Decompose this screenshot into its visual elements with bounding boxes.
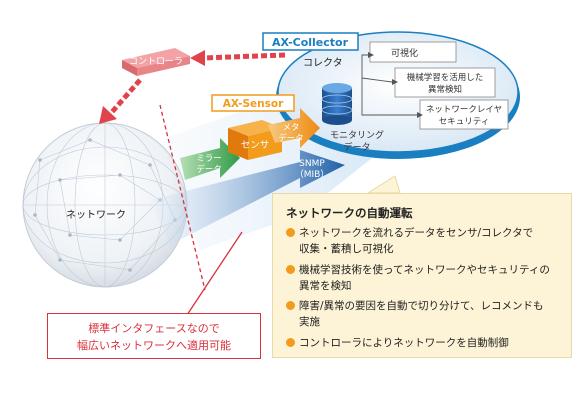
bullet-1-line1: ネットワークを流れるデータをセンサ/コレクタで (299, 227, 534, 239)
callout-bullet-2: 機械学習技術を使ってネットワークやセキュリティの (286, 262, 550, 277)
callout-box (272, 193, 572, 358)
bullet-2-line2: 異常を検知 (299, 280, 352, 292)
sensor-label: センサ (241, 140, 270, 151)
bullet-2-line1: 機械学習技術を使ってネットワークやセキュリティの (299, 264, 550, 276)
callout-title: ネットワークの自動運転 (286, 206, 413, 220)
callout-bullet-1: ネットワークを流れるデータをセンサ/コレクタで (286, 225, 533, 240)
interface-note-box (47, 313, 261, 359)
function-visualization: 可視化 (369, 41, 457, 63)
collector-title: AX-Collector (272, 36, 349, 49)
network-label: ネットワーク (66, 209, 126, 221)
callout-bullet-3: 障害/異常の要因を自動で切り分けて、レコメンドも (286, 298, 544, 313)
snmp-label-line1: SNMP (299, 159, 325, 169)
collector-title-box (262, 32, 359, 51)
mirror-label-line1: ミラー (196, 154, 222, 164)
interface-note-line1: 標準インタフェースなので (88, 322, 220, 335)
function-security-line2: セキュリティ (439, 117, 490, 127)
function-arrowheads (368, 52, 423, 118)
function-network-security: ネットワークレイヤ セキュリティ (419, 99, 509, 130)
snmp-label-line2: （MIB） (295, 169, 330, 180)
meta-label-line2: データ (278, 133, 304, 144)
callout-bullet-4: コントローラによりネットワークを自動制御 (286, 335, 509, 350)
bullet-3-line2: 実施 (299, 316, 320, 328)
bullet-dot-icon (286, 338, 295, 347)
function-security-line1: ネットワークレイヤ (426, 105, 502, 115)
collector-label: コレクタ (303, 57, 343, 69)
function-anomaly-line2: 異常検知 (428, 84, 462, 95)
storage-label-line1: モニタリング (330, 129, 384, 141)
controller-block (122, 48, 190, 76)
interface-note-line2: 幅広いネットワークへ適用可能 (77, 339, 231, 352)
meta-data-arrow (268, 108, 320, 148)
storage-label-line2: データ (343, 141, 370, 153)
database-icon (321, 83, 353, 125)
function-visualization-label: 可視化 (391, 47, 418, 59)
meta-label-line1: メタ (282, 123, 299, 133)
bullet-4-line1: コントローラによりネットワークを自動制御 (299, 337, 509, 349)
mirror-data-arrow (180, 138, 240, 180)
bullet-dot-icon (286, 265, 295, 274)
control-flow-arrows (99, 50, 286, 319)
function-anomaly-detection: 機械学習を活用した 異常検知 (394, 67, 496, 98)
bullet-3-line1: 障害/異常の要因を自動で切り分けて、レコメンドも (299, 300, 544, 312)
function-anomaly-line1: 機械学習を活用した (407, 72, 484, 83)
bullet-dot-icon (286, 228, 295, 237)
mirror-label-line2: データ (196, 164, 222, 175)
snmp-arrow (150, 150, 345, 245)
sensor-title: AX-Sensor (223, 98, 284, 110)
sensor-title-box (211, 94, 295, 112)
controller-label: コントローラ (129, 56, 183, 67)
function-connectors (361, 54, 417, 116)
bullet-1-line2: 収集・蓄積し可視化 (299, 243, 394, 255)
bullet-dot-icon (286, 301, 295, 310)
